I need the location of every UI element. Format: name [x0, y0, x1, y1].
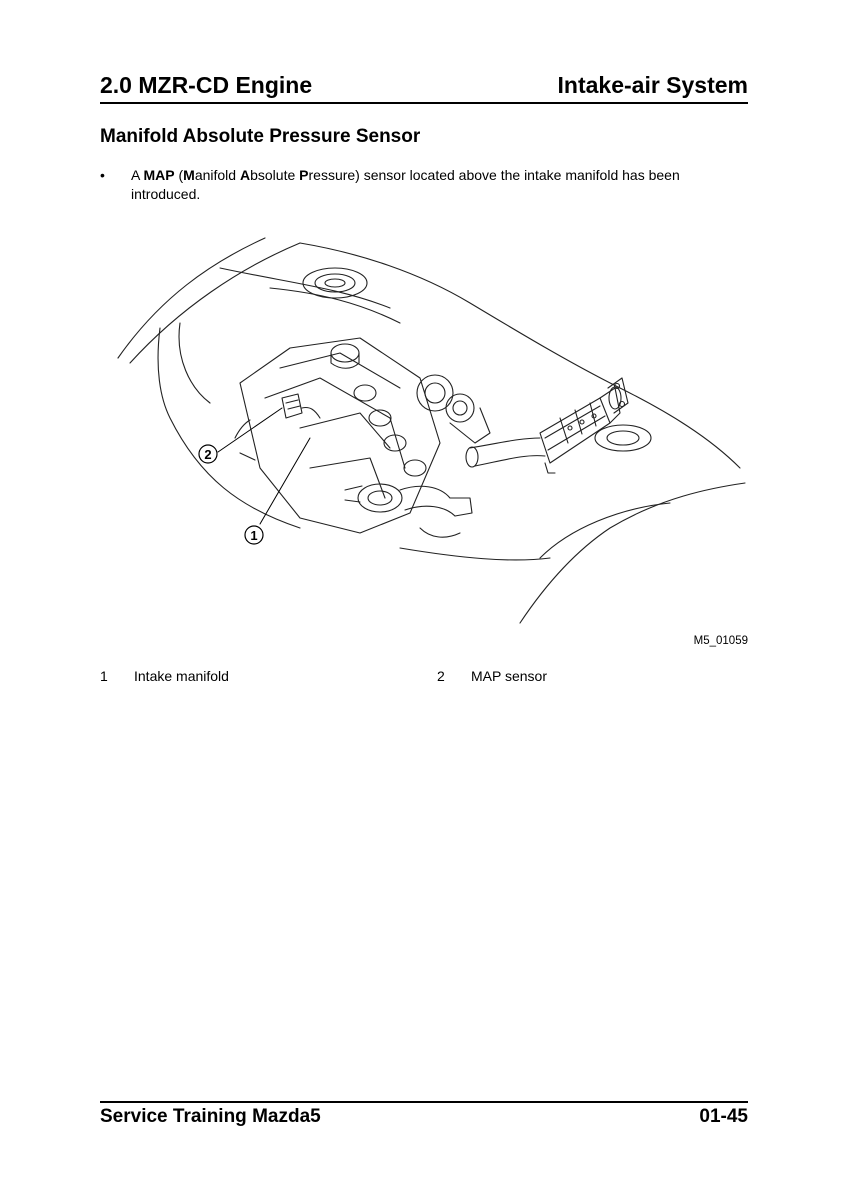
bold-run: M: [183, 167, 195, 183]
legend-number: 1: [100, 668, 108, 684]
callout-2-label: 2: [204, 447, 211, 462]
page-number: 01-45: [699, 1106, 748, 1127]
bold-run: MAP: [143, 167, 175, 183]
bold-run: A: [239, 167, 251, 183]
page-header: 2.0 MZR-CD Engine Intake-air System: [100, 72, 748, 104]
bullet-text: A MAP (Manifold Absolute Pressure) senso…: [131, 166, 749, 204]
bullet-marker: •: [100, 167, 105, 183]
figure-id: M5_01059: [693, 635, 748, 647]
section-title: Manifold Absolute Pressure Sensor: [100, 126, 421, 147]
text-run: A: [131, 167, 144, 183]
section-category: Intake-air System: [557, 72, 748, 98]
bold-run: P: [299, 167, 309, 183]
callout-1: 1: [244, 525, 264, 545]
text-run: anifold: [194, 167, 240, 183]
footer-title: Service Training Mazda5: [100, 1106, 321, 1127]
legend-label: Intake manifold: [134, 668, 229, 684]
page-footer: Service Training Mazda5 01-45: [100, 1101, 748, 1133]
text-run: ressure) sensor located above the intake…: [131, 167, 680, 202]
text-run: bsolute: [250, 167, 300, 183]
callout-2: 2: [198, 444, 218, 464]
legend-number: 2: [437, 668, 445, 684]
engine-illustration: 2 1: [117, 237, 746, 624]
chapter-title: 2.0 MZR-CD Engine: [100, 72, 313, 98]
legend-label: MAP sensor: [471, 668, 547, 684]
callout-1-label: 1: [250, 528, 257, 543]
text-run: (: [174, 167, 184, 183]
